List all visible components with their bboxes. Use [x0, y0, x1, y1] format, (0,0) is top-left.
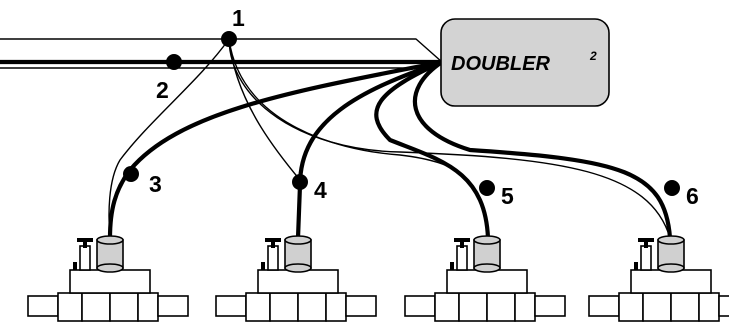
doubler-box: DOUBLER 2 — [440, 18, 610, 107]
splice-dot-1 — [221, 31, 237, 47]
body-center-right — [486, 292, 516, 322]
valve-bonnet — [446, 269, 528, 294]
splice-dot-6 — [664, 180, 680, 196]
pipe-right — [718, 295, 729, 317]
body-left — [57, 292, 83, 322]
valve-bonnet — [69, 269, 151, 294]
callout-labels: 1 2 3 4 5 6 — [149, 5, 699, 209]
flow-handle-stem — [271, 238, 275, 248]
callout-1: 1 — [232, 5, 245, 31]
body-left — [434, 292, 460, 322]
pipe-left — [404, 295, 436, 317]
flow-control — [640, 245, 652, 271]
flow-control — [79, 245, 91, 271]
pipe-right — [157, 295, 189, 317]
bleed-screw — [73, 262, 77, 270]
callout-5: 5 — [501, 183, 514, 209]
doubler-label: DOUBLER — [451, 53, 550, 75]
body-left — [245, 292, 271, 322]
body-center-left — [642, 292, 672, 322]
solenoid-top — [96, 235, 124, 245]
body-right — [514, 292, 536, 322]
pipe-left — [27, 295, 59, 317]
valve-bonnet — [257, 269, 339, 294]
solenoid-bottom — [473, 263, 501, 273]
bleed-screw — [450, 262, 454, 270]
flow-handle-stem — [460, 238, 464, 248]
body-center-left — [81, 292, 111, 322]
flow-handle-stem — [644, 238, 648, 248]
body-center-left — [269, 292, 299, 322]
thick-wires — [107, 59, 673, 241]
valve-1 — [27, 235, 189, 322]
valve-2 — [215, 235, 377, 322]
body-right — [137, 292, 159, 322]
flow-control — [267, 245, 279, 271]
body-center-right — [297, 292, 327, 322]
body-center-left — [458, 292, 488, 322]
valve-bonnet — [630, 269, 712, 294]
pipe-left — [215, 295, 247, 317]
flow-control — [456, 245, 468, 271]
valve-4 — [588, 235, 729, 322]
body-left — [618, 292, 644, 322]
solenoid-top — [473, 235, 501, 245]
body-right — [325, 292, 347, 322]
bleed-screw — [634, 262, 638, 270]
splice-dot-2 — [166, 54, 182, 70]
valves — [27, 235, 729, 322]
pipe-right — [534, 295, 566, 317]
callout-2: 2 — [156, 77, 169, 103]
callout-4: 4 — [314, 177, 327, 203]
valve-3 — [404, 235, 566, 322]
pipe-left — [588, 295, 620, 317]
solenoid-top — [284, 235, 312, 245]
bleed-screw — [261, 262, 265, 270]
solenoid-top — [657, 235, 685, 245]
flow-handle-stem — [83, 238, 87, 248]
splice-dots — [123, 31, 680, 196]
body-right — [698, 292, 720, 322]
splice-dot-4 — [292, 174, 308, 190]
callout-3: 3 — [149, 171, 162, 197]
solenoid-bottom — [96, 263, 124, 273]
splice-dot-5 — [479, 180, 495, 196]
solenoid-bottom — [284, 263, 312, 273]
body-center-right — [109, 292, 139, 322]
body-center-right — [670, 292, 700, 322]
callout-6: 6 — [686, 183, 699, 209]
pipe-right — [345, 295, 377, 317]
splice-dot-3 — [123, 166, 139, 182]
doubler-superscript: 2 — [589, 49, 597, 63]
solenoid-bottom — [657, 263, 685, 273]
